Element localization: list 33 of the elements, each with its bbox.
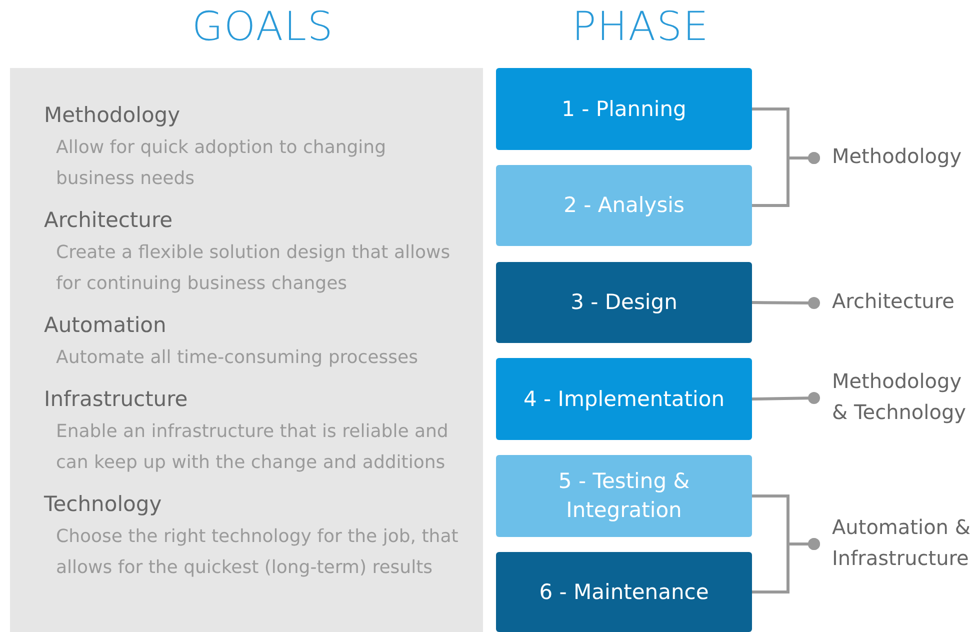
goal-description: Allow for quick adoption to changing business needs — [56, 136, 388, 191]
goal-title: Infrastructure — [44, 386, 189, 413]
phase-label: 4 - Implementation — [522, 386, 726, 412]
phase-box — [496, 165, 752, 246]
heading: GOALS — [192, 4, 334, 50]
goal-title: Technology — [44, 491, 163, 518]
goal-description: Create a flexible solution design that allows for continuing business changes — [56, 241, 452, 296]
connector-line — [752, 152, 820, 207]
goal-label: Architecture — [832, 286, 980, 317]
goals-panel — [10, 68, 483, 632]
goal-title: Automation — [44, 312, 168, 339]
goal-description: Automate all time-consuming processes — [56, 346, 419, 370]
heading: PHASE — [572, 4, 710, 50]
connector-line — [752, 538, 820, 594]
goal-title: Methodology — [44, 102, 182, 129]
goal-description: Choose the right technology for the job, that allows for the quickest (long-term) results — [56, 525, 460, 580]
phase-label: 6 - Maintenance — [538, 578, 710, 606]
phase-box — [496, 262, 752, 343]
goal-description: Enable an infrastructure that is reliable and can keep up with the change and additions — [56, 420, 450, 475]
goal-label: Methodology — [832, 141, 980, 172]
goal-label: Automation & Infrastructure — [832, 512, 980, 574]
phase-box — [496, 68, 752, 150]
phase-box — [496, 358, 752, 440]
goal-title: Architecture — [44, 207, 174, 234]
connector-line — [752, 392, 820, 404]
phase-label: 1 - Planning — [560, 96, 688, 122]
connector-line — [752, 297, 820, 309]
phase-box — [496, 455, 752, 537]
phase-label: 5 - Testing & Integration — [557, 468, 691, 524]
phase-label: 3 - Design — [570, 289, 678, 316]
phase-box — [496, 552, 752, 632]
phase-label: 2 - Analysis — [562, 192, 686, 219]
goal-label: Methodology & Technology — [832, 366, 980, 428]
